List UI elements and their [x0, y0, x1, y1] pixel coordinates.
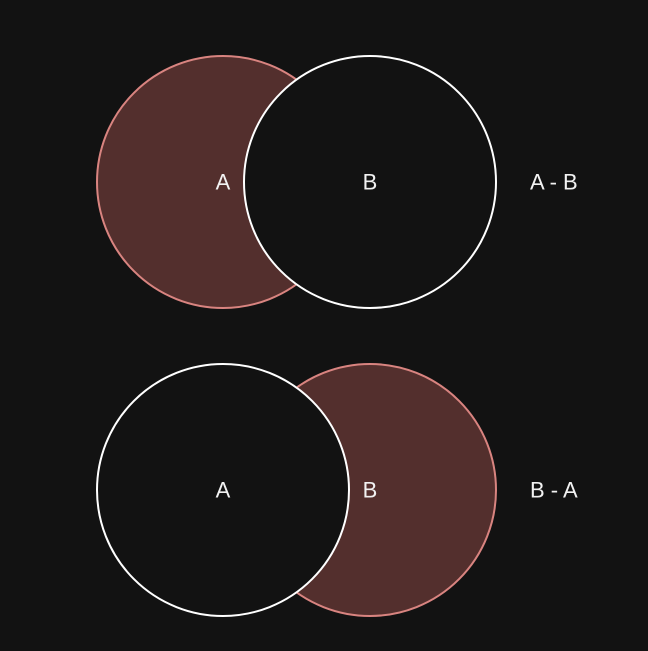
label-a: A [216, 478, 231, 503]
circle-a [96, 363, 350, 617]
venn-b-minus-a: A B B - A [96, 363, 578, 617]
label-b: B [363, 478, 378, 503]
venn-a-minus-b: A B A - B [96, 55, 578, 309]
circle-b [243, 55, 497, 309]
caption-a-minus-b: A - B [530, 170, 578, 195]
label-b: B [363, 170, 378, 195]
label-a: A [216, 170, 231, 195]
caption-b-minus-a: B - A [530, 478, 578, 503]
